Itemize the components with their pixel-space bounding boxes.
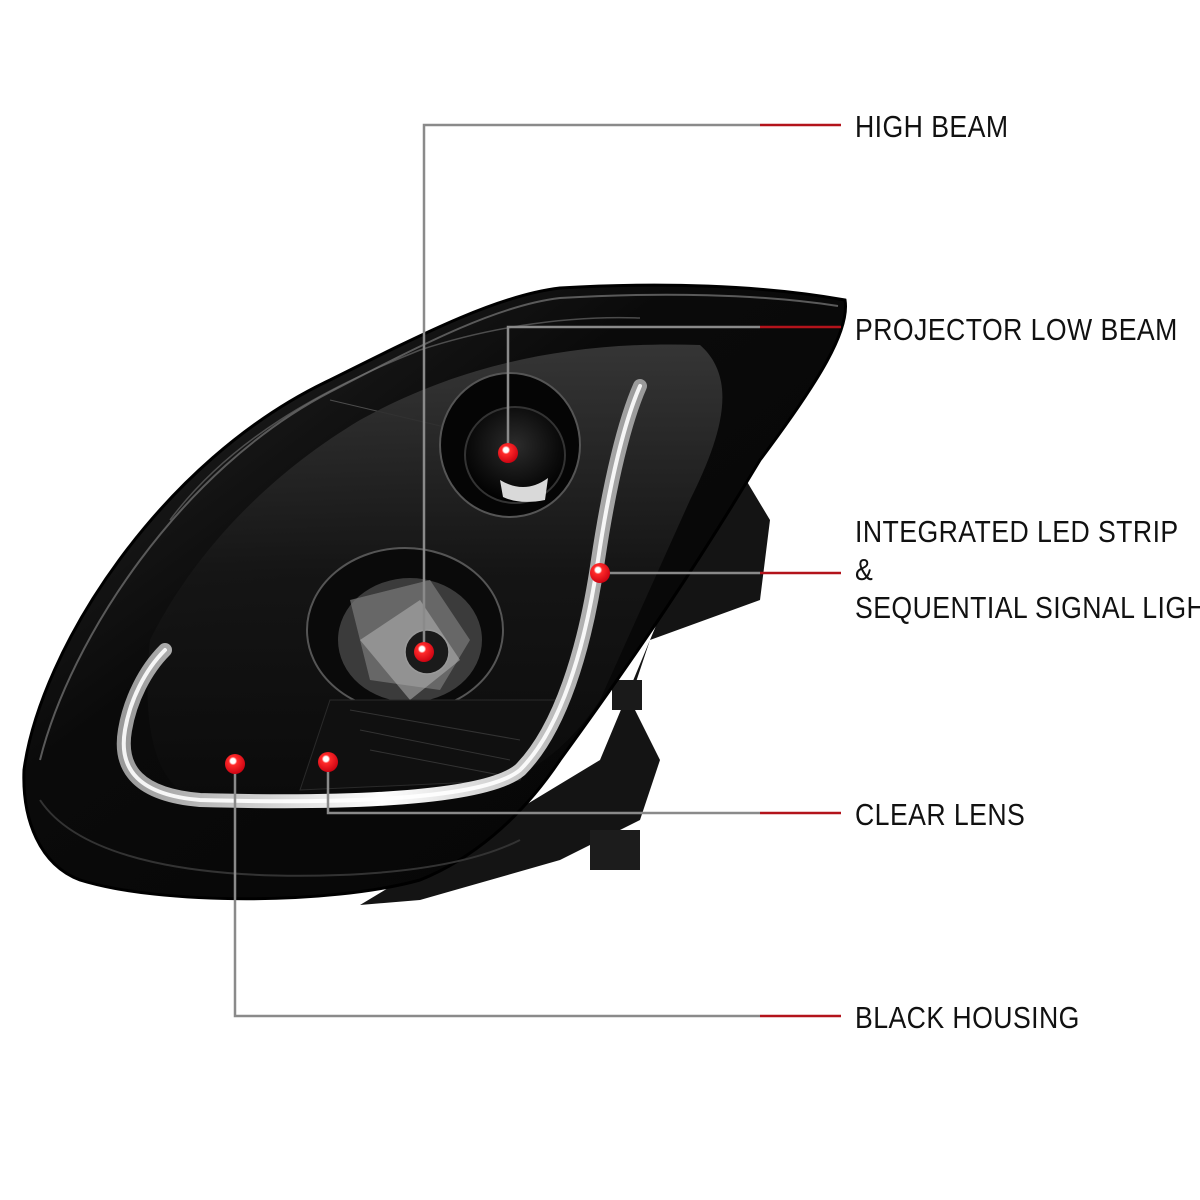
marker-low-beam [498, 443, 518, 463]
leader-black-housing [233, 764, 760, 1018]
label-black-housing: BLACK HOUSING [855, 1000, 1080, 1035]
reflector-base [299, 699, 561, 791]
label-led-strip-line1: INTEGRATED LED STRIP [855, 514, 1179, 549]
headlight-image [22, 283, 848, 905]
leader-low-beam [506, 325, 760, 453]
label-led-strip-line2: & [855, 552, 874, 587]
lens-reflection [169, 316, 641, 521]
led-strip-glow [121, 384, 642, 804]
reflector-lines [349, 709, 521, 776]
marker-clear-lens [318, 752, 338, 772]
leader-clear-lens [326, 762, 760, 815]
connector-block [590, 830, 640, 870]
rear-housing [360, 470, 770, 905]
leader-high-beam [422, 123, 760, 652]
leader-lines [233, 123, 841, 1018]
bottom-lip [39, 799, 521, 877]
marker-high-beam [414, 642, 434, 662]
label-led-strip: INTEGRATED LED STRIP & SEQUENTIAL SIGNAL… [855, 513, 1200, 627]
high-beam-reflector [306, 547, 504, 713]
marker-black-housing [225, 754, 245, 774]
label-high-beam: HIGH BEAM [855, 109, 1009, 144]
label-led-strip-line3: SEQUENTIAL SIGNAL LIGHT [855, 590, 1200, 625]
markers [225, 443, 610, 774]
label-clear-lens: CLEAR LENS [855, 797, 1026, 832]
label-projector-low-beam: PROJECTOR LOW BEAM [855, 312, 1178, 347]
lens-top-edge [39, 293, 839, 761]
mount-tab [612, 680, 642, 710]
marker-led-strip [590, 563, 610, 583]
